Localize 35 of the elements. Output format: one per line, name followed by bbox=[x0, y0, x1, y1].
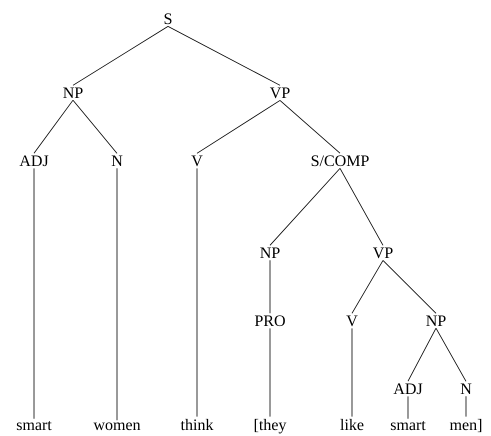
tree-branch bbox=[408, 328, 436, 382]
tree-branch bbox=[72, 26, 168, 86]
category-label: PRO bbox=[254, 315, 285, 326]
tree-branch bbox=[436, 328, 466, 382]
category-label: NP bbox=[260, 248, 280, 258]
category-label: V bbox=[191, 156, 203, 166]
tree-branch bbox=[280, 100, 340, 154]
tree-branch bbox=[352, 260, 384, 314]
tree-branch bbox=[116, 168, 118, 421]
category-label: N bbox=[460, 384, 472, 394]
tree-branch bbox=[72, 100, 118, 154]
category-label: S bbox=[164, 13, 172, 24]
word-label: smart bbox=[390, 421, 426, 430]
word-label: [they bbox=[254, 418, 286, 434]
tree-branch bbox=[168, 26, 280, 86]
category-label: VP bbox=[270, 88, 290, 98]
word-label: smart bbox=[16, 421, 52, 430]
category-label: VP bbox=[372, 248, 393, 258]
category-label: S/COMP bbox=[312, 155, 369, 166]
tree-branch bbox=[340, 168, 384, 246]
category-label: N bbox=[112, 156, 122, 166]
tree-branch bbox=[270, 168, 340, 246]
tree-branch bbox=[34, 100, 74, 154]
word-label: men] bbox=[450, 418, 482, 432]
tree-branch bbox=[382, 260, 436, 314]
category-label: ADJ bbox=[20, 155, 48, 166]
word-label: think bbox=[180, 418, 214, 430]
category-label: NP bbox=[63, 88, 83, 98]
tree-branch bbox=[196, 100, 280, 154]
category-label: V bbox=[346, 316, 358, 326]
category-label: ADJ bbox=[393, 383, 422, 394]
category-label: NP bbox=[426, 316, 446, 326]
word-label: like bbox=[340, 418, 364, 430]
word-label: women bbox=[93, 422, 140, 430]
tree-branch bbox=[196, 168, 198, 418]
